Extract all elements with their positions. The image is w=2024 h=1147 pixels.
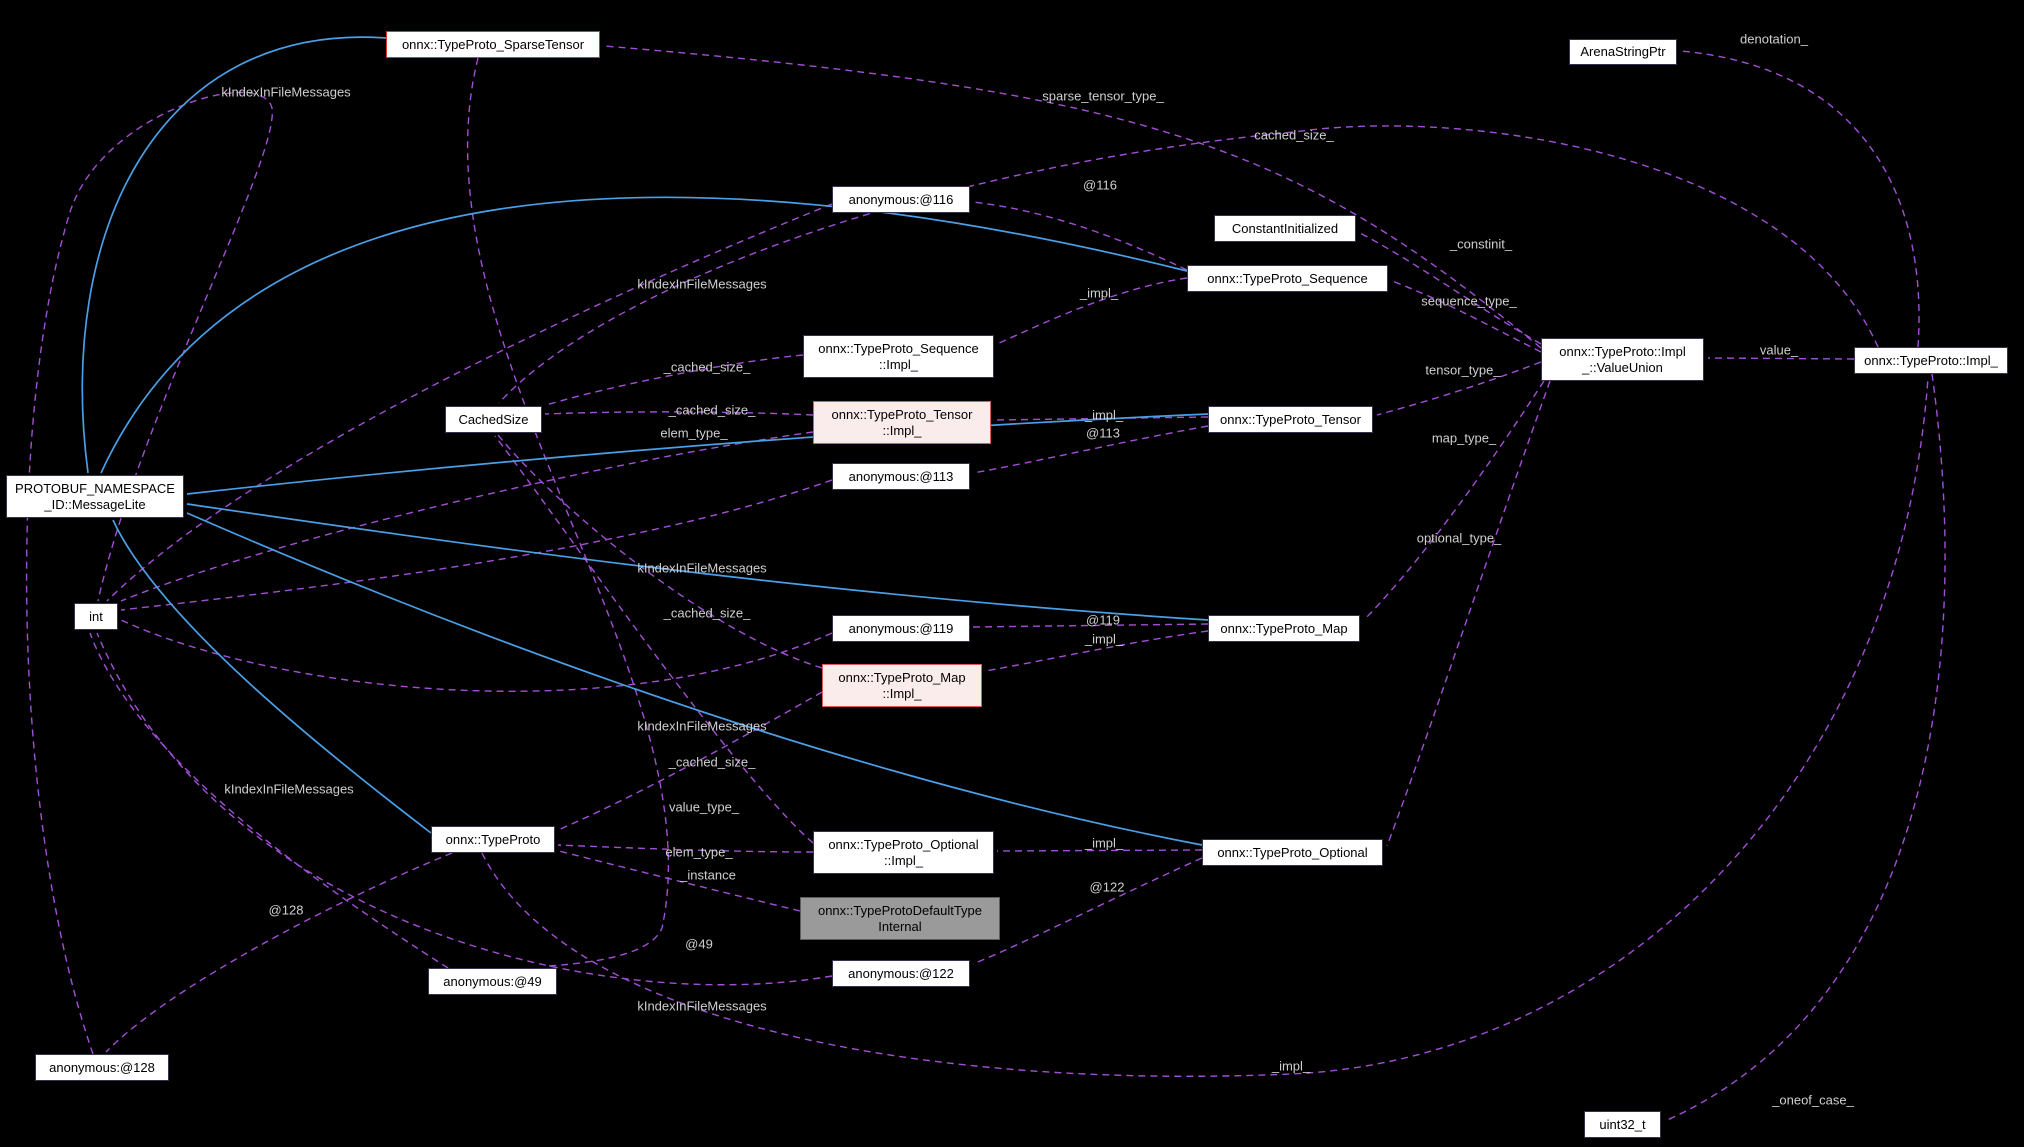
edge-optional-to-optionalimpl xyxy=(996,849,1203,852)
edge-impl-to-uint32 xyxy=(1664,373,1946,1122)
edge-mapimpl-to-typeproto xyxy=(557,691,823,831)
node-arenastringptr[interactable]: ArenaStringPtr xyxy=(1569,39,1677,65)
edge-typeproto-inherits-messagelite xyxy=(112,519,432,834)
edge-label-kindexinfilemessages-128: kIndexInFileMessages xyxy=(221,84,351,100)
edge-sparsetensor-to-anon49 xyxy=(466,57,669,967)
edge-tensor-inherits-messagelite xyxy=(186,413,1209,495)
edge-valueunion-to-sequence xyxy=(1391,280,1542,353)
edge-label-at128: @128 xyxy=(268,902,304,918)
edge-anon116-to-int xyxy=(106,203,833,602)
edge-label-optional-type: optional_type_ xyxy=(1416,530,1502,546)
edge-label-at122: @122 xyxy=(1089,879,1125,895)
edge-optionalimpl-to-cachedsize xyxy=(494,435,814,844)
edge-label-cached-size-tensor: _cached_size_ xyxy=(668,402,756,418)
edge-label-oneof-case: _oneof_case_ xyxy=(1772,1092,1854,1108)
edge-anon113-to-int xyxy=(120,479,833,611)
edge-valueunion-to-sparsetensor xyxy=(603,45,1542,349)
node-typeproto-sparsetensor[interactable]: onnx::TypeProto_SparseTensor xyxy=(386,31,600,58)
edge-label-sequence-type: sequence_type_ xyxy=(1421,293,1517,309)
edge-label-kindexinfilemessages-119: kIndexInFileMessages xyxy=(637,718,767,734)
edge-label-impl-tensor: _impl_ xyxy=(1084,407,1124,423)
edge-label-denotation: denotation_ xyxy=(1740,31,1808,47)
edge-label-map-type: map_type_ xyxy=(1431,430,1497,446)
edge-label-kindexinfilemessages-122: kIndexInFileMessages xyxy=(637,998,767,1014)
edge-label-at119: @119 xyxy=(1086,612,1120,628)
edge-tensorimpl-to-cachedsize xyxy=(544,411,814,416)
edge-label-kindexinfilemessages-116: kIndexInFileMessages xyxy=(637,276,767,292)
edge-label-impl-optional: _impl_ xyxy=(1084,835,1124,851)
edge-label-cached-size: cached_size_ xyxy=(1254,127,1334,143)
edge-impl-to-valueunion xyxy=(1707,357,1855,360)
node-anonymous-128[interactable]: anonymous:@128 xyxy=(35,1054,169,1081)
edge-label-kindexinfilemessages-49: kIndexInFileMessages xyxy=(224,781,354,797)
node-anonymous-49[interactable]: anonymous:@49 xyxy=(428,968,557,995)
edge-valueunion-to-tensor xyxy=(1376,361,1542,416)
node-anonymous-116[interactable]: anonymous:@116 xyxy=(832,186,970,213)
edge-label-kindexinfilemessages-113: kIndexInFileMessages xyxy=(637,560,767,576)
edge-anon119-to-int xyxy=(120,619,833,692)
edge-label-cached-size-optional: _cached_size_ xyxy=(668,754,756,770)
edge-label-impl-sequence: _impl_ xyxy=(1079,285,1119,301)
edge-label-impl-typeproto: _impl_ xyxy=(1271,1058,1311,1074)
node-typeproto-impl-valueunion[interactable]: onnx::TypeProto::Impl _::ValueUnion xyxy=(1541,338,1704,381)
edge-sequence-inherits-messagelite xyxy=(100,196,1188,474)
node-cachedsize[interactable]: CachedSize xyxy=(445,406,542,433)
edge-sequenceimpl-to-cachedsize xyxy=(545,354,804,406)
edge-label-at113: @113 xyxy=(1086,425,1120,441)
edge-label-elem-type-optional: elem_type_ xyxy=(665,844,733,860)
node-typeproto-impl[interactable]: onnx::TypeProto::Impl_ xyxy=(1854,347,2008,374)
node-typeproto-map[interactable]: onnx::TypeProto_Map xyxy=(1208,615,1360,642)
edge-typeproto-to-impl xyxy=(481,377,1929,1077)
node-anonymous-113[interactable]: anonymous:@113 xyxy=(832,463,970,490)
node-int[interactable]: int xyxy=(74,603,118,630)
edge-mapimpl-to-cachedsize xyxy=(497,434,823,669)
node-constantinitialized[interactable]: ConstantInitialized xyxy=(1214,215,1356,242)
edge-impl-to-arenastringptr xyxy=(1680,50,1920,348)
edge-impl-to-cachedsize xyxy=(498,125,1879,404)
node-typeproto-optional[interactable]: onnx::TypeProto_Optional xyxy=(1202,839,1383,866)
edge-sparsetensor-inherits-messagelite xyxy=(81,36,387,474)
edge-valueunion-to-map xyxy=(1363,380,1545,621)
edge-label-cached-size-sequence: _cached_size_ xyxy=(663,359,751,375)
edge-label-constinit: _constinit_ xyxy=(1449,236,1513,252)
edge-map-to-mapimpl xyxy=(984,630,1209,672)
edge-optional-inherits-messagelite xyxy=(186,512,1203,846)
edge-map-inherits-messagelite xyxy=(186,503,1209,621)
edge-label-value-type: value_type_ xyxy=(668,799,740,815)
edge-anon128-to-int xyxy=(25,91,273,1055)
edge-valueunion-to-constantinitialized xyxy=(1359,232,1542,345)
node-typeproto-sequence-impl[interactable]: onnx::TypeProto_Sequence ::Impl_ xyxy=(803,335,994,378)
edge-sequence-to-sequenceimpl xyxy=(996,277,1188,345)
edge-valueunion-to-optional xyxy=(1386,380,1551,847)
node-anonymous-122[interactable]: anonymous:@122 xyxy=(832,960,970,987)
edge-label-at116: @116 xyxy=(1083,177,1117,193)
edge-label-cached-size-map: _cached_size_ xyxy=(663,605,751,621)
node-uint32-t[interactable]: uint32_t xyxy=(1584,1111,1661,1138)
node-typeproto-optional-impl[interactable]: onnx::TypeProto_Optional ::Impl_ xyxy=(813,831,994,874)
node-typeproto[interactable]: onnx::TypeProto xyxy=(431,826,555,853)
edge-label-impl-map: _impl_ xyxy=(1084,631,1124,647)
edge-typeproto-to-anon128 xyxy=(105,852,453,1053)
edge-map-to-anon119 xyxy=(972,623,1209,628)
edge-defaulttypeinternal-to-typeproto xyxy=(558,850,801,912)
edge-label-tensor-type: tensor_type_ xyxy=(1425,362,1501,378)
edge-tensorimpl-to-int xyxy=(120,431,814,602)
node-typeproto-tensor[interactable]: onnx::TypeProto_Tensor xyxy=(1208,406,1373,433)
node-typeproto-map-impl[interactable]: onnx::TypeProto_Map ::Impl_ xyxy=(822,664,982,707)
node-typeproto-tensor-impl[interactable]: onnx::TypeProto_Tensor ::Impl_ xyxy=(813,401,991,444)
node-messagelite[interactable]: PROTOBUF_NAMESPACE _ID::MessageLite xyxy=(6,475,184,518)
edge-label-instance: _instance xyxy=(680,867,736,883)
node-anonymous-119[interactable]: anonymous:@119 xyxy=(832,615,970,642)
edge-label-sparse-tensor-type: sparse_tensor_type_ xyxy=(1042,88,1164,104)
edge-label-elem-type-tensor: elem_type_ xyxy=(660,425,728,441)
edge-optionalimpl-to-typeproto xyxy=(557,844,814,853)
node-typeproto-defaulttypeinternal[interactable]: onnx::TypeProtoDefaultType Internal xyxy=(800,897,1000,940)
edge-label-value: value_ xyxy=(1759,342,1799,358)
edge-sequence-to-anon116 xyxy=(972,201,1188,271)
node-typeproto-sequence[interactable]: onnx::TypeProto_Sequence xyxy=(1187,265,1388,292)
edge-anon49-to-int xyxy=(89,632,449,969)
edge-optional-to-anon122 xyxy=(972,857,1203,965)
edge-label-at49: @49 xyxy=(685,936,713,952)
